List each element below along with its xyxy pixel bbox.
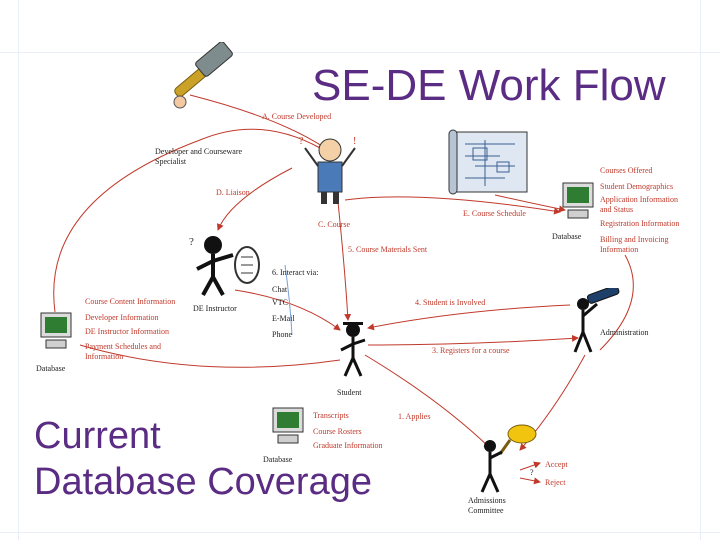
student-figure-icon [340, 322, 366, 377]
computer-icon-left [40, 312, 72, 349]
bottom-db-label: Database [263, 455, 293, 464]
flow-6-label: 6. Interact via: [272, 268, 319, 277]
left-db-item-2: Developer Information [85, 313, 159, 322]
administration-figure-icon [573, 288, 620, 353]
subtitle-line-2: Database Coverage [34, 461, 372, 503]
telescope-icon [586, 288, 620, 304]
reject-label: Reject [545, 478, 566, 487]
flow-d-label: D. Liaison [216, 188, 250, 197]
interact-vtc: VTC [272, 298, 288, 307]
interact-email: E-Mail [272, 314, 295, 323]
bottom-db-item-2: Course Rosters [313, 427, 362, 436]
svg-text:?: ? [299, 136, 304, 147]
right-db-item-1: Courses Offered [600, 166, 653, 175]
right-db-item-4: Registration Information [600, 219, 680, 228]
admissions-figure-icon [480, 424, 537, 493]
arrow-instructor-interact [284, 264, 293, 336]
arrow-4-involved [367, 304, 571, 331]
arrow-a-course-developed [189, 94, 326, 149]
left-db-label: Database [36, 364, 66, 373]
arrow-accept [519, 461, 541, 471]
interact-phone: Phone [272, 330, 292, 339]
flow-1-label: 1. Applies [398, 412, 431, 421]
left-db-item-3: DE Instructor Information [85, 327, 169, 336]
right-db-item-2: Student Demographics [600, 182, 674, 191]
subtitle-line-1: Current [34, 415, 161, 457]
developer-figure-icon: ? ! [299, 136, 356, 204]
arrow-e-course-schedule [494, 194, 566, 213]
arrow-5-materials [337, 201, 352, 321]
left-db-item-1: Course Content Information [85, 297, 176, 306]
svg-text:!: ! [353, 136, 356, 147]
computer-icon-right [562, 182, 594, 219]
right-db-item-3: Application Information and Status [600, 195, 678, 214]
hammer-icon [173, 42, 233, 109]
arrow-student-database [79, 344, 341, 368]
accept-label: Accept [545, 460, 568, 469]
student-label: Student [337, 388, 362, 397]
arrow-admin-database [599, 254, 634, 351]
right-db-item-5: Billing and Invoicing Information [600, 235, 669, 254]
administration-label: Administration [600, 328, 649, 337]
instructor-figure-icon: ? [189, 236, 260, 296]
arrow-d-liaison [216, 167, 293, 231]
flow-5-label: 5. Course Materials Sent [348, 245, 428, 254]
arrow-3-registers [367, 334, 579, 346]
flow-3-label: 3. Registers for a course [432, 346, 510, 355]
blueprint-icon [448, 129, 528, 195]
flow-e-label: E. Course Schedule [463, 209, 526, 218]
arrow-1-applies [364, 354, 491, 449]
flow-a-label: A. Course Developed [262, 112, 332, 121]
bottom-db-item-3: Graduate Information [313, 441, 383, 450]
flow-c-label: C. Course [318, 220, 350, 229]
right-db-label: Database [552, 232, 582, 241]
admissions-question: ? [530, 468, 534, 477]
bottom-db-item-1: Transcripts [313, 411, 349, 420]
arrow-left-database-loop [53, 128, 321, 313]
left-db-item-4: Payment Schedules and Information [85, 342, 161, 361]
gavel-icon [507, 424, 537, 444]
computer-icon-bottom [272, 407, 304, 444]
arrow-reject [519, 477, 541, 485]
developer-label: Developer and Courseware Specialist [155, 147, 243, 166]
instructor-label: DE Instructor [193, 304, 237, 313]
svg-text:?: ? [189, 236, 194, 248]
arrow-6-interact [234, 289, 341, 331]
arrow-c-course [344, 196, 561, 215]
admissions-label: Admissions Committee [468, 496, 506, 515]
interact-chat: Chat [272, 285, 288, 294]
flow-4-label: 4. Student is Involved [415, 298, 486, 307]
slide-title: SE-DE Work Flow [312, 61, 666, 110]
